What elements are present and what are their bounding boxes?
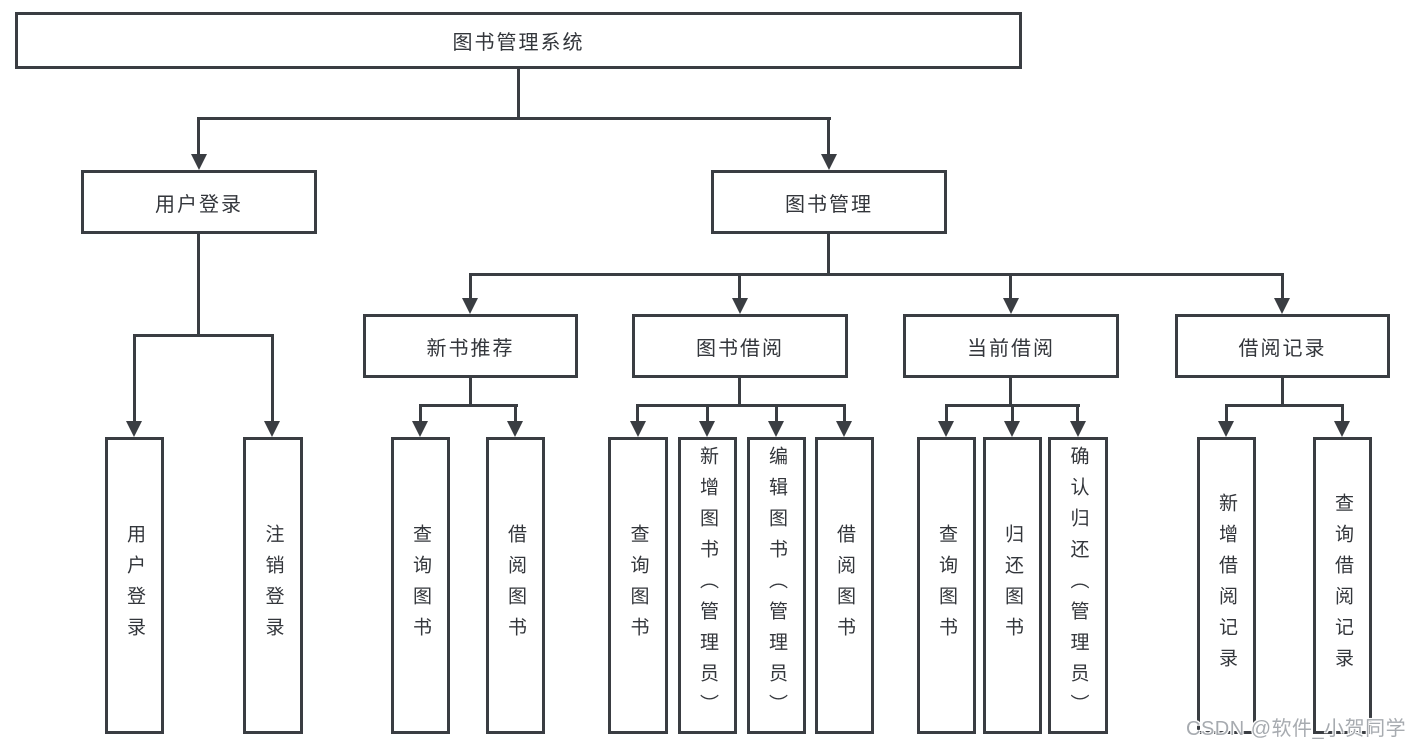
connector-to-leaf-user-login — [133, 334, 136, 422]
connector-recommend-rail — [419, 404, 518, 407]
connector-to-leaf-borrow-query — [636, 404, 639, 422]
connector-borrow-stem — [738, 378, 741, 406]
arrowhead-book-management — [821, 154, 837, 170]
csdn-watermark: CSDN @软件_小贺同学 — [1186, 718, 1405, 740]
arrowhead-new-book-recommend — [462, 298, 478, 314]
arrowhead-leaf-borrow-add — [699, 421, 715, 437]
node-new-book-recommend: 新书推荐 — [363, 314, 578, 378]
leaf-borrow-add-books-label: 新增图书（管理员） — [697, 446, 718, 725]
connector-to-leaf-records-add — [1225, 404, 1228, 422]
node-book-management: 图书管理 — [711, 170, 947, 234]
connector-to-leaf-logout — [271, 334, 274, 422]
connector-to-leaf-current-confirm — [1076, 404, 1079, 422]
node-borrow-records: 借阅记录 — [1175, 314, 1390, 378]
connector-book-management-stem — [827, 234, 830, 275]
connector-records-rail — [1225, 404, 1344, 407]
node-root-label: 图书管理系统 — [452, 32, 585, 54]
node-new-book-recommend-label: 新书推荐 — [426, 337, 515, 360]
leaf-borrow-borrow-books: 借阅图书 — [815, 437, 874, 734]
arrowhead-leaf-recommend-query — [412, 421, 428, 437]
connector-current-stem — [1009, 378, 1012, 406]
leaf-borrow-add-books: 新增图书（管理员） — [678, 437, 737, 734]
connector-user-login-rail — [133, 334, 274, 337]
leaf-recommend-query-books-label: 查询图书 — [410, 523, 431, 648]
leaf-recommend-borrow-books-label: 借阅图书 — [505, 523, 526, 648]
node-current-borrow: 当前借阅 — [903, 314, 1119, 378]
leaf-current-query-books: 查询图书 — [917, 437, 976, 734]
leaf-borrow-query-books-label: 查询图书 — [627, 523, 649, 648]
leaf-logout: 注销登录 — [243, 437, 303, 734]
leaf-recommend-borrow-books: 借阅图书 — [486, 437, 545, 734]
connector-to-leaf-current-query — [945, 404, 948, 422]
node-borrow-records-label: 借阅记录 — [1238, 337, 1327, 360]
leaf-user-login-label: 用户登录 — [124, 523, 145, 648]
connector-to-leaf-borrow-borrow — [843, 404, 846, 422]
arrowhead-leaf-borrow-query — [630, 421, 646, 437]
node-book-management-label: 图书管理 — [785, 193, 873, 216]
connector-borrow-rail — [636, 404, 846, 407]
arrowhead-leaf-user-login — [126, 421, 142, 437]
connector-to-new-book-recommend — [469, 273, 472, 300]
connector-root-stem — [517, 69, 520, 119]
arrowhead-leaf-records-query — [1334, 421, 1350, 437]
node-user-login: 用户登录 — [81, 170, 317, 234]
leaf-borrow-query-books: 查询图书 — [608, 437, 668, 734]
arrowhead-current-borrow — [1003, 298, 1019, 314]
leaf-current-query-books-label: 查询图书 — [936, 523, 957, 648]
arrowhead-leaf-borrow-edit — [768, 421, 784, 437]
leaf-current-return-books-label: 归还图书 — [1002, 523, 1023, 648]
connector-to-borrow-records — [1281, 273, 1284, 300]
leaf-current-confirm-return: 确认归还（管理员） — [1048, 437, 1108, 734]
node-user-login-label: 用户登录 — [155, 193, 243, 216]
connector-to-book-borrow — [738, 273, 741, 300]
leaf-logout-label: 注销登录 — [262, 523, 284, 648]
connector-to-book-management — [827, 117, 830, 155]
connector-to-leaf-borrow-add — [706, 404, 709, 422]
arrowhead-leaf-borrow-borrow — [836, 421, 852, 437]
leaf-current-return-books: 归还图书 — [983, 437, 1042, 734]
arrowhead-leaf-current-confirm — [1070, 421, 1086, 437]
connector-book-management-rail — [469, 273, 1284, 276]
connector-to-user-login — [197, 117, 200, 155]
arrowhead-user-login — [191, 154, 207, 170]
leaf-borrow-borrow-books-label: 借阅图书 — [834, 523, 855, 648]
connector-recommend-stem — [469, 378, 472, 406]
arrowhead-leaf-recommend-borrow — [507, 421, 523, 437]
node-book-borrow-label: 图书借阅 — [696, 337, 784, 360]
arrowhead-leaf-current-return — [1004, 421, 1020, 437]
leaf-recommend-query-books: 查询图书 — [391, 437, 450, 734]
leaf-records-add-record-label: 新增借阅记录 — [1216, 492, 1237, 679]
leaf-records-add-record: 新增借阅记录 — [1197, 437, 1256, 734]
arrowhead-borrow-records — [1274, 298, 1290, 314]
connector-to-leaf-current-return — [1011, 404, 1014, 422]
leaf-user-login: 用户登录 — [105, 437, 164, 734]
node-book-borrow: 图书借阅 — [632, 314, 848, 378]
leaf-records-query-record-label: 查询借阅记录 — [1332, 492, 1353, 679]
arrowhead-leaf-logout — [264, 421, 280, 437]
connector-root-rail — [197, 117, 831, 120]
connector-to-leaf-records-query — [1341, 404, 1344, 422]
connector-to-leaf-borrow-edit — [775, 404, 778, 422]
connector-user-login-stem — [197, 234, 200, 336]
connector-to-leaf-recommend-query — [419, 404, 422, 422]
node-current-borrow-label: 当前借阅 — [967, 337, 1055, 360]
leaf-borrow-edit-books: 编辑图书（管理员） — [747, 437, 806, 734]
node-root: 图书管理系统 — [15, 12, 1022, 69]
arrowhead-book-borrow — [732, 298, 748, 314]
connector-records-stem — [1281, 378, 1284, 406]
arrowhead-leaf-records-add — [1218, 421, 1234, 437]
leaf-current-confirm-return-label: 确认归还（管理员） — [1067, 446, 1089, 725]
arrowhead-leaf-current-query — [938, 421, 954, 437]
leaf-borrow-edit-books-label: 编辑图书（管理员） — [766, 446, 787, 725]
leaf-records-query-record: 查询借阅记录 — [1313, 437, 1372, 734]
connector-to-leaf-recommend-borrow — [514, 404, 517, 422]
connector-to-current-borrow — [1009, 273, 1012, 300]
